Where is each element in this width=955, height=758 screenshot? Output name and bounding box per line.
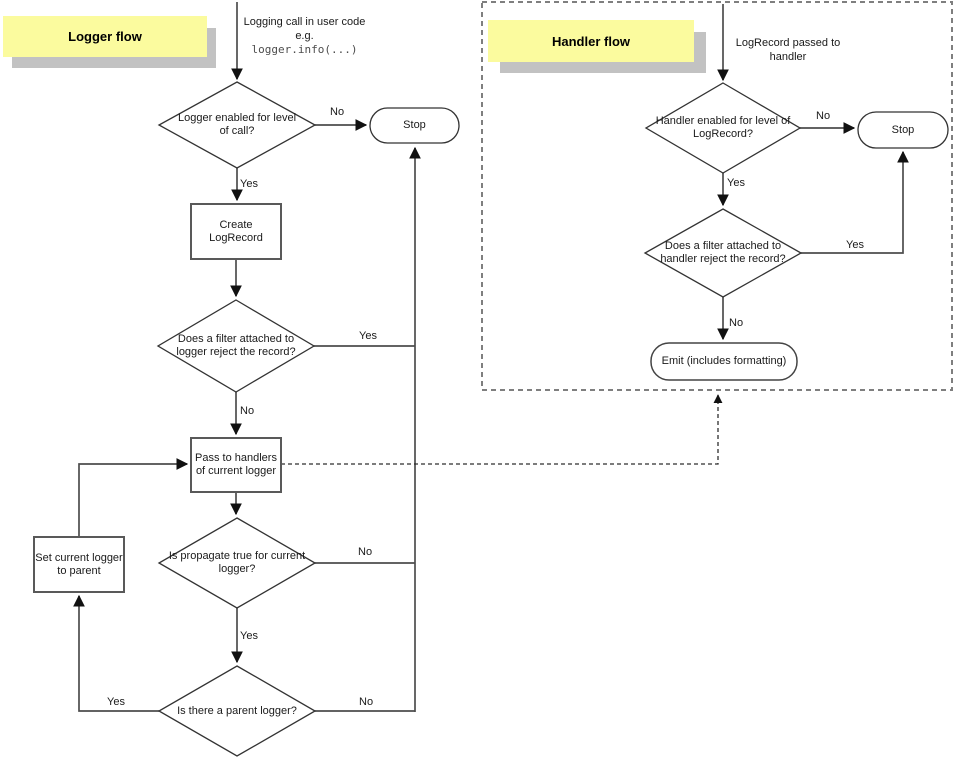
edge-label-yes: Yes — [107, 696, 125, 708]
process-pass-to-handlers — [190, 437, 282, 493]
handler-entry-annotation: LogRecord passed to handler — [735, 37, 841, 63]
process-create-logrecord — [190, 203, 282, 260]
decision-propagate — [157, 517, 317, 609]
decision-propagate-label: Is propagate true for current logger? — [168, 550, 306, 575]
edge-label-no: No — [816, 110, 831, 122]
logger-flow-title: Logger flow — [3, 16, 207, 57]
decision-handler-filter — [643, 208, 803, 298]
process-create-logrecord-label: Create LogRecord — [209, 218, 263, 244]
decision-parent-logger-label: Is there a parent logger? — [177, 704, 297, 717]
edge-pass-to-handler-flow — [281, 394, 723, 465]
terminator-handler-stop — [857, 111, 949, 149]
decision-parent-logger — [157, 665, 317, 757]
edge-label-no: No — [729, 317, 744, 329]
decision-logger-enabled-label: Logger enabled for level of call? — [177, 112, 297, 137]
process-set-current-logger-label: Set current logger to parent — [35, 551, 123, 577]
edge-label-no: No — [330, 106, 345, 118]
process-set-current-logger — [33, 536, 125, 593]
terminator-emit — [650, 342, 798, 381]
terminator-logger-stop — [369, 107, 460, 144]
handler-flow-frame — [481, 1, 953, 391]
decision-handler-enabled — [644, 82, 802, 174]
edge-label-no: No — [240, 405, 255, 417]
edge-setparent-to-pass — [78, 458, 189, 537]
handler-flow-title: Handler flow — [488, 20, 694, 62]
edge-label-yes: Yes — [727, 177, 745, 189]
logger-entry-text: Logging call in user code — [243, 16, 366, 28]
logger-entry-eg: e.g. — [295, 30, 314, 42]
edge-label-no: No — [358, 546, 373, 558]
terminator-handler-stop-label: Stop — [891, 123, 915, 136]
edge-label-yes: Yes — [846, 239, 864, 251]
edge-label-no: No — [359, 696, 374, 708]
logger-entry-code: logger.info(...) — [251, 43, 358, 56]
terminator-emit-label: Emit (includes formatting) — [661, 355, 787, 367]
edge-parent-yes-setparent — [73, 594, 159, 712]
decision-logger-enabled — [157, 81, 317, 169]
edge-hfilter-yes-stop — [801, 150, 909, 254]
decision-handler-filter-label: Does a filter attached to handler reject… — [660, 240, 786, 265]
logger-entry-annotation: Logging call in user code e.g. logger.in… — [242, 15, 367, 57]
decision-handler-enabled-label: Handler enabled for level of LogRecord? — [655, 115, 791, 140]
edge-label-yes: Yes — [240, 178, 258, 190]
edge-label-yes: Yes — [359, 330, 377, 342]
process-pass-to-handlers-label: Pass to handlers of current logger — [195, 452, 277, 477]
terminator-logger-stop-label: Stop — [403, 119, 426, 131]
decision-logger-filter-label: Does a filter attached to logger reject … — [176, 333, 296, 358]
edge-label-yes: Yes — [240, 630, 258, 642]
decision-logger-filter — [156, 299, 316, 393]
